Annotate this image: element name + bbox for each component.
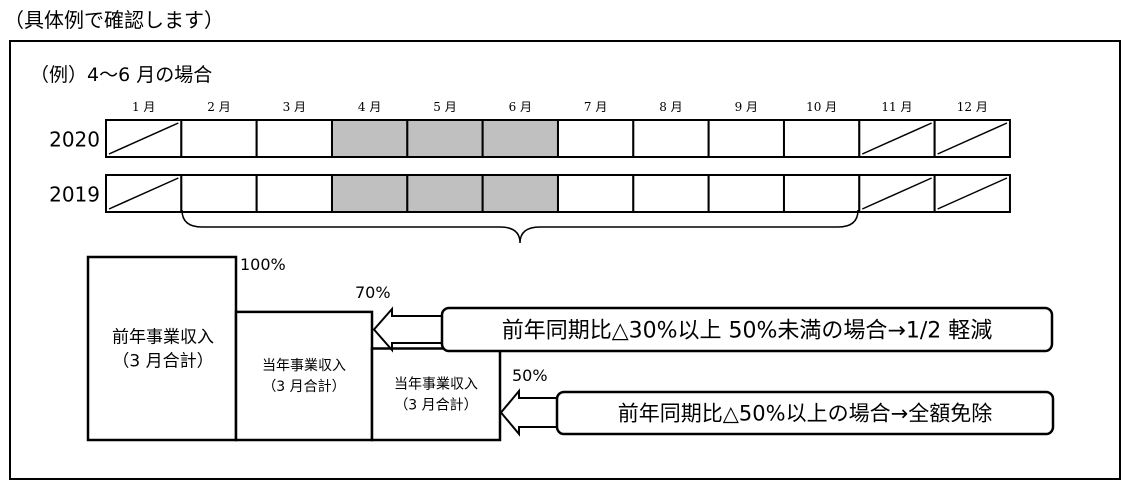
month-cell — [707, 119, 785, 158]
year-label: 2019 — [49, 183, 100, 207]
month-cell-shaded — [406, 119, 484, 158]
month-label: 5 月 — [433, 100, 456, 114]
excluded-month-slash — [108, 177, 179, 210]
revenue-box-label: 当年事業収入 — [262, 358, 346, 374]
month-cell-shaded — [330, 174, 409, 213]
month-label: 9 月 — [735, 100, 758, 114]
excluded-month-slash — [861, 122, 932, 155]
month-cell — [556, 119, 635, 158]
callout-box — [555, 390, 1055, 436]
month-label: 1 月 — [132, 100, 155, 114]
percent-label: 70% — [355, 283, 391, 302]
period-brace — [181, 209, 859, 244]
month-label: 12 月 — [957, 100, 988, 114]
month-label: 10 月 — [806, 100, 837, 114]
excluded-month-slash — [861, 177, 932, 210]
month-cell — [556, 174, 635, 213]
month-cell — [782, 174, 861, 213]
month-cell — [632, 174, 710, 213]
example-frame — [9, 40, 1121, 480]
callout-group: 前年同期比△30%以上 50%未満の場合→1/2 軽減前年同期比△50%以上の場… — [372, 306, 1055, 437]
revenue-box-sublabel: （3 月合計） — [394, 397, 477, 413]
month-cell-shaded — [481, 119, 559, 158]
revenue-box — [234, 310, 374, 442]
percent-label: 100% — [240, 255, 286, 274]
revenue-box-sublabel: （3 月合計） — [112, 352, 213, 372]
month-cell — [255, 119, 333, 158]
year-label: 2020 — [49, 128, 100, 152]
callout-arrow — [499, 388, 561, 437]
month-cell-shaded — [330, 119, 409, 158]
month-label: 8 月 — [659, 100, 682, 114]
month-label: 2 月 — [207, 100, 230, 114]
excluded-month-slash — [937, 177, 1008, 210]
month-label: 11 月 — [881, 100, 912, 114]
revenue-comparison: 前年事業収入 （3 月合計） 100% 当年事業収入 （3 月合計） 70% 当年事業収入 （… — [86, 255, 548, 442]
revenue-box-label: 前年事業収入 — [112, 328, 214, 348]
callout-box — [440, 306, 1054, 353]
month-cell — [632, 119, 710, 158]
callout-arrow — [372, 306, 445, 353]
page-heading: （具体例で確認します） — [4, 8, 224, 32]
month-label: 7 月 — [584, 100, 607, 114]
callout-text: 前年同期比△50%以上の場合→全額免除 — [618, 402, 992, 426]
month-cell — [180, 119, 258, 158]
month-cell — [782, 119, 861, 158]
month-cell-shaded — [406, 174, 484, 213]
month-label: 3 月 — [283, 100, 306, 114]
excluded-month-slash — [108, 122, 179, 155]
revenue-box-sublabel: （3 月合計） — [262, 379, 345, 395]
month-label: 6 月 — [509, 100, 532, 114]
revenue-box-label: 当年事業収入 — [394, 376, 478, 392]
revenue-box — [370, 347, 502, 442]
month-labels: 1 月 2 月 3 月 4 月 5 月 6 月 7 月 8 月 9 月 10 月 11 月 12 月 — [132, 100, 988, 114]
year-rows: 2020 2019 — [49, 119, 1011, 213]
example-title: （例）4～6 月の場合 — [30, 64, 212, 86]
month-cell — [707, 174, 785, 213]
month-cell — [255, 174, 333, 213]
revenue-box — [86, 255, 238, 442]
callout-text: 前年同期比△30%以上 50%未満の場合→1/2 軽減 — [502, 318, 993, 343]
percent-label: 50% — [512, 366, 548, 385]
month-label: 4 月 — [358, 100, 381, 114]
month-cell — [180, 174, 258, 213]
month-cell-shaded — [481, 174, 559, 213]
excluded-month-slash — [937, 122, 1008, 155]
